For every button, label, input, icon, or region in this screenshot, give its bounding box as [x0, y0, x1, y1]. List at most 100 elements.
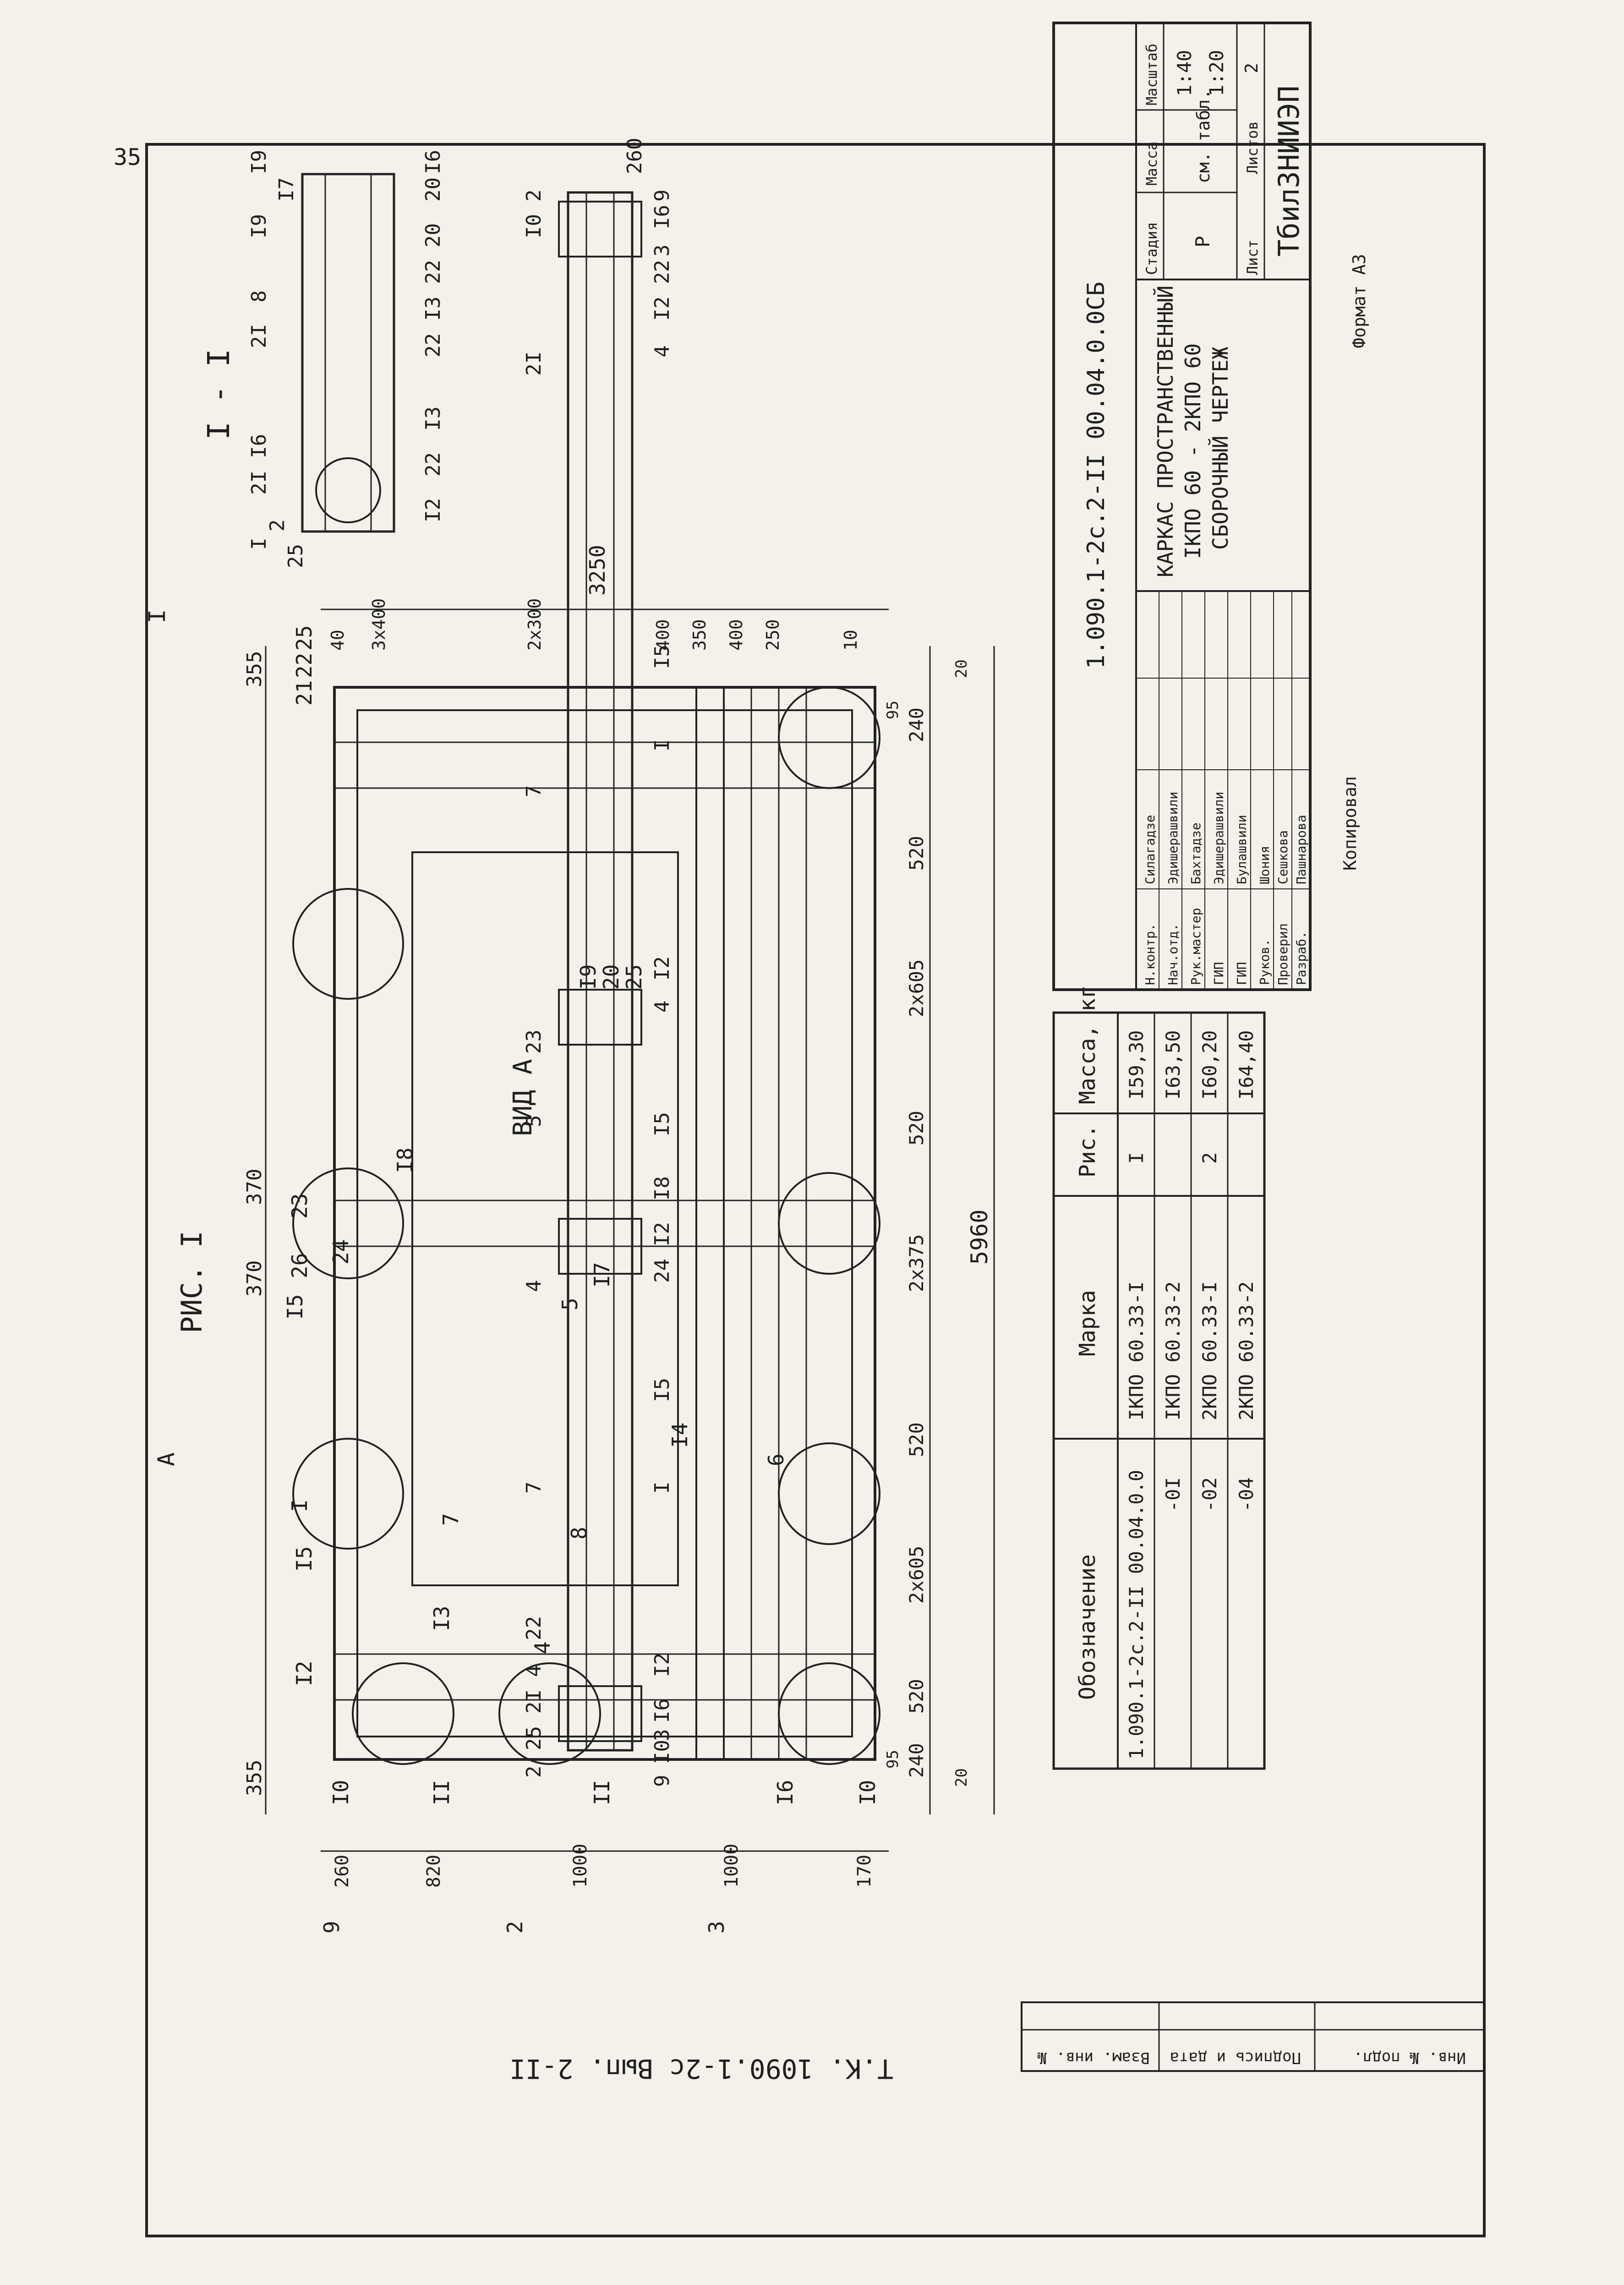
svg-text:3х400: 3х400 — [369, 598, 389, 651]
svg-text:4: 4 — [651, 1001, 674, 1013]
svg-text:240: 240 — [905, 1743, 928, 1778]
svg-text:1.090.1-2с.2-II 00.04.0.0: 1.090.1-2с.2-II 00.04.0.0 — [1125, 1470, 1148, 1759]
page-mark: 35 — [114, 144, 141, 170]
svg-text:I6: I6 — [651, 205, 674, 229]
svg-text:IКПО 60.33-2: IКПО 60.33-2 — [1162, 1282, 1184, 1420]
svg-text:820: 820 — [423, 1855, 444, 1888]
svg-text:22: 22 — [421, 333, 445, 357]
svg-text:1:20: 1:20 — [1205, 50, 1228, 96]
svg-text:370: 370 — [243, 1260, 266, 1297]
svg-text:Бахтадзе: Бахтадзе — [1188, 822, 1203, 884]
svg-text:Масса, кг: Масса, кг — [1075, 985, 1100, 1104]
svg-text:Масштаб: Масштаб — [1143, 44, 1160, 105]
svg-text:2КПО 60.33-I: 2КПО 60.33-I — [1198, 1282, 1221, 1420]
svg-text:Марка: Марка — [1075, 1290, 1100, 1357]
svg-text:2: 2 — [522, 190, 546, 202]
svg-text:7: 7 — [522, 785, 546, 798]
svg-text:24: 24 — [328, 1239, 353, 1265]
svg-text:240: 240 — [905, 707, 928, 742]
svg-text:I9: I9 — [247, 214, 271, 238]
svg-text:260: 260 — [332, 1855, 353, 1888]
svg-text:см. табл.: см. табл. — [1193, 89, 1214, 183]
svg-text:Подпись и дата: Подпись и дата — [1170, 2049, 1301, 2067]
svg-text:95: 95 — [884, 701, 902, 719]
svg-text:I: I — [144, 609, 170, 623]
svg-text:1000: 1000 — [570, 1844, 591, 1888]
svg-text:2: 2 — [1198, 1152, 1221, 1164]
svg-text:-02: -02 — [1198, 1477, 1221, 1512]
svg-text:2х605: 2х605 — [905, 959, 928, 1017]
svg-text:20: 20 — [421, 223, 445, 247]
svg-text:I: I — [1125, 1152, 1148, 1164]
svg-text:Р: Р — [1192, 236, 1214, 247]
svg-text:Формат А3: Формат А3 — [1349, 254, 1369, 348]
svg-text:2КПО 60.33-2: 2КПО 60.33-2 — [1235, 1282, 1258, 1420]
svg-text:I2: I2 — [651, 1653, 674, 1677]
svg-text:22: 22 — [421, 260, 445, 284]
svg-text:I: I — [287, 1499, 312, 1512]
svg-text:2: 2 — [503, 1921, 527, 1934]
svg-text:20: 20 — [952, 1768, 971, 1787]
svg-text:355: 355 — [243, 651, 266, 687]
svg-text:I8: I8 — [651, 1176, 674, 1200]
svg-text:Нач.отд.: Нач.отд. — [1165, 923, 1181, 985]
svg-text:24: 24 — [651, 1259, 674, 1283]
svg-text:355: 355 — [243, 1760, 266, 1796]
svg-text:РИС. I: РИС. I — [175, 1231, 208, 1333]
svg-text:8: 8 — [567, 1527, 591, 1540]
svg-text:I0: I0 — [651, 1740, 674, 1764]
svg-text:Рук.мастер: Рук.мастер — [1188, 908, 1203, 985]
svg-text:Взам. инв. №: Взам. инв. № — [1037, 2049, 1150, 2067]
svg-text:2: 2 — [1241, 63, 1262, 73]
svg-text:22: 22 — [421, 452, 445, 477]
svg-text:I63,50: I63,50 — [1162, 1030, 1184, 1100]
svg-text:СБОРОЧНЫЙ ЧЕРТЕЖ: СБОРОЧНЫЙ ЧЕРТЕЖ — [1208, 347, 1233, 550]
svg-text:Разраб.: Разраб. — [1294, 931, 1309, 985]
view-a: ВИД А 2 25 2I 4 22 I2 I6 3 I0 — [508, 138, 674, 1787]
svg-text:Проверил: Проверил — [1275, 923, 1290, 985]
bottom-reference: Т.К. 1090.1-2с Вып. 2-II — [509, 2053, 893, 2084]
svg-text:3: 3 — [651, 1729, 674, 1742]
svg-text:I: I — [651, 740, 674, 752]
svg-text:9: 9 — [651, 1775, 674, 1787]
svg-text:25: 25 — [284, 544, 307, 568]
svg-text:5: 5 — [558, 1298, 582, 1310]
svg-text:I3: I3 — [421, 406, 445, 431]
svg-text:I0: I0 — [522, 214, 546, 238]
svg-text:520: 520 — [905, 1422, 928, 1457]
svg-text:7: 7 — [522, 1482, 546, 1494]
svg-text:I5: I5 — [651, 645, 674, 669]
svg-text:250: 250 — [763, 619, 783, 651]
svg-text:400: 400 — [726, 619, 746, 651]
side-strip: Инв. № подл. Подпись и дата Взам. инв. № — [1021, 2001, 1485, 2072]
svg-text:4: 4 — [651, 345, 674, 358]
svg-text:I: I — [247, 538, 271, 550]
svg-text:II: II — [429, 1780, 454, 1805]
svg-text:Булашвили: Булашвили — [1234, 815, 1249, 884]
svg-text:520: 520 — [905, 836, 928, 871]
svg-text:I - I: I - I — [201, 349, 236, 440]
svg-text:400: 400 — [653, 619, 673, 651]
svg-text:I6: I6 — [773, 1780, 798, 1805]
svg-text:2I: 2I — [247, 471, 271, 495]
svg-text:520: 520 — [905, 1111, 928, 1145]
svg-text:2I: 2I — [522, 351, 546, 376]
svg-text:1:40: 1:40 — [1173, 50, 1196, 96]
svg-text:I5: I5 — [283, 1294, 307, 1320]
svg-text:IКПО 60 - 2КПО 60: IКПО 60 - 2КПО 60 — [1181, 343, 1205, 559]
svg-text:3: 3 — [651, 245, 674, 257]
svg-text:3: 3 — [704, 1921, 729, 1934]
svg-text:I59,30: I59,30 — [1125, 1030, 1148, 1100]
svg-text:I0: I0 — [855, 1780, 880, 1805]
svg-text:8: 8 — [247, 290, 271, 303]
svg-text:I2: I2 — [651, 296, 674, 321]
svg-text:I2: I2 — [651, 956, 674, 981]
svg-text:ГИП: ГИП — [1211, 962, 1226, 985]
svg-text:2: 2 — [266, 520, 289, 532]
svg-text:ВИД А: ВИД А — [508, 1059, 538, 1136]
svg-text:Н.контр.: Н.контр. — [1143, 923, 1158, 985]
svg-text:2х605: 2х605 — [905, 1546, 928, 1604]
svg-text:ТбилЗНИИЭП: ТбилЗНИИЭП — [1272, 86, 1306, 257]
svg-text:Обозначение: Обозначение — [1075, 1554, 1100, 1700]
svg-text:1000: 1000 — [721, 1844, 742, 1888]
